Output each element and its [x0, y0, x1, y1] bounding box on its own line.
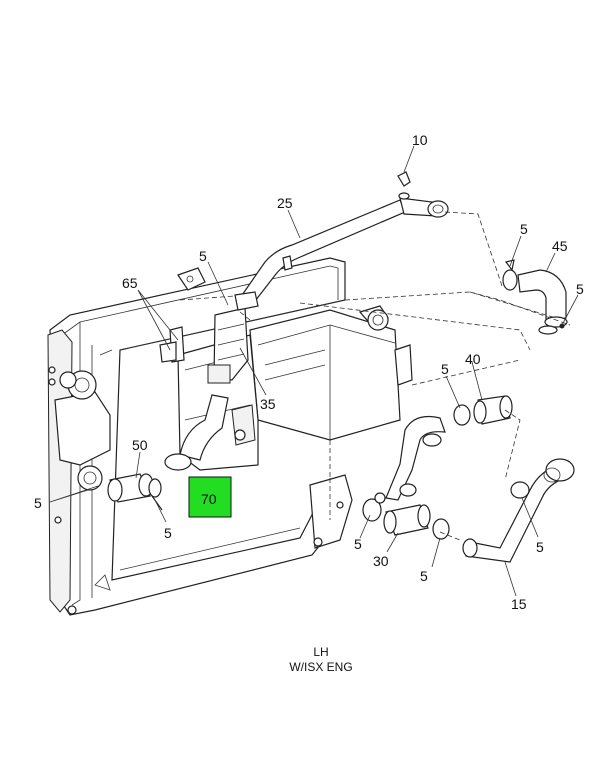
- callout-5-elbow[interactable]: 5: [576, 281, 584, 297]
- surge-tank: [249, 305, 413, 480]
- radiator-frame: [47, 257, 353, 616]
- callout-5-lower-left[interactable]: 5: [164, 525, 172, 541]
- fitting-10: [397, 171, 411, 200]
- tube-15: [462, 458, 575, 563]
- callout-45[interactable]: 45: [552, 238, 568, 254]
- callout-5-upper-mid[interactable]: 5: [199, 248, 207, 264]
- callout-5-lower-center[interactable]: 5: [354, 536, 362, 552]
- callout-5-mid-right[interactable]: 5: [441, 361, 449, 377]
- callout-10[interactable]: 10: [412, 132, 428, 148]
- caption-side: LH: [313, 645, 328, 659]
- callout-70[interactable]: 70: [201, 491, 217, 507]
- callout-50[interactable]: 50: [132, 437, 148, 453]
- diagram-caption: LH W/ISX ENG: [289, 645, 352, 674]
- callout-labels: 10 25 5 45 5 5 65 40 5 35 50 70 5 5 5 5 …: [34, 132, 584, 612]
- highlight-box-70[interactable]: [188, 476, 232, 518]
- routing-lines: [179, 211, 571, 541]
- hose-70: [164, 394, 229, 471]
- hose-30: [362, 492, 450, 540]
- bent-tube-center: [385, 415, 446, 501]
- callout-5-lower-right[interactable]: 5: [536, 539, 544, 555]
- callout-25[interactable]: 25: [277, 195, 293, 211]
- callout-65[interactable]: 65: [122, 275, 138, 291]
- bracket-35: [207, 307, 249, 384]
- clamp-near-45: [538, 323, 565, 335]
- hose-40: [453, 395, 513, 426]
- hose-50: [77, 465, 163, 511]
- mount-bracket-65: [159, 267, 206, 363]
- callout-5-top-right[interactable]: 5: [520, 221, 528, 237]
- callout-40[interactable]: 40: [465, 351, 481, 367]
- callout-35[interactable]: 35: [260, 396, 276, 412]
- leader-lines: [49, 145, 579, 597]
- callout-5-left[interactable]: 5: [34, 495, 42, 511]
- callout-5-bottom[interactable]: 5: [420, 568, 428, 584]
- tube-25: [234, 197, 449, 311]
- callout-30[interactable]: 30: [373, 553, 389, 569]
- callout-15[interactable]: 15: [511, 596, 527, 612]
- caption-engine: W/ISX ENG: [289, 660, 352, 674]
- elbow-45: [502, 259, 568, 328]
